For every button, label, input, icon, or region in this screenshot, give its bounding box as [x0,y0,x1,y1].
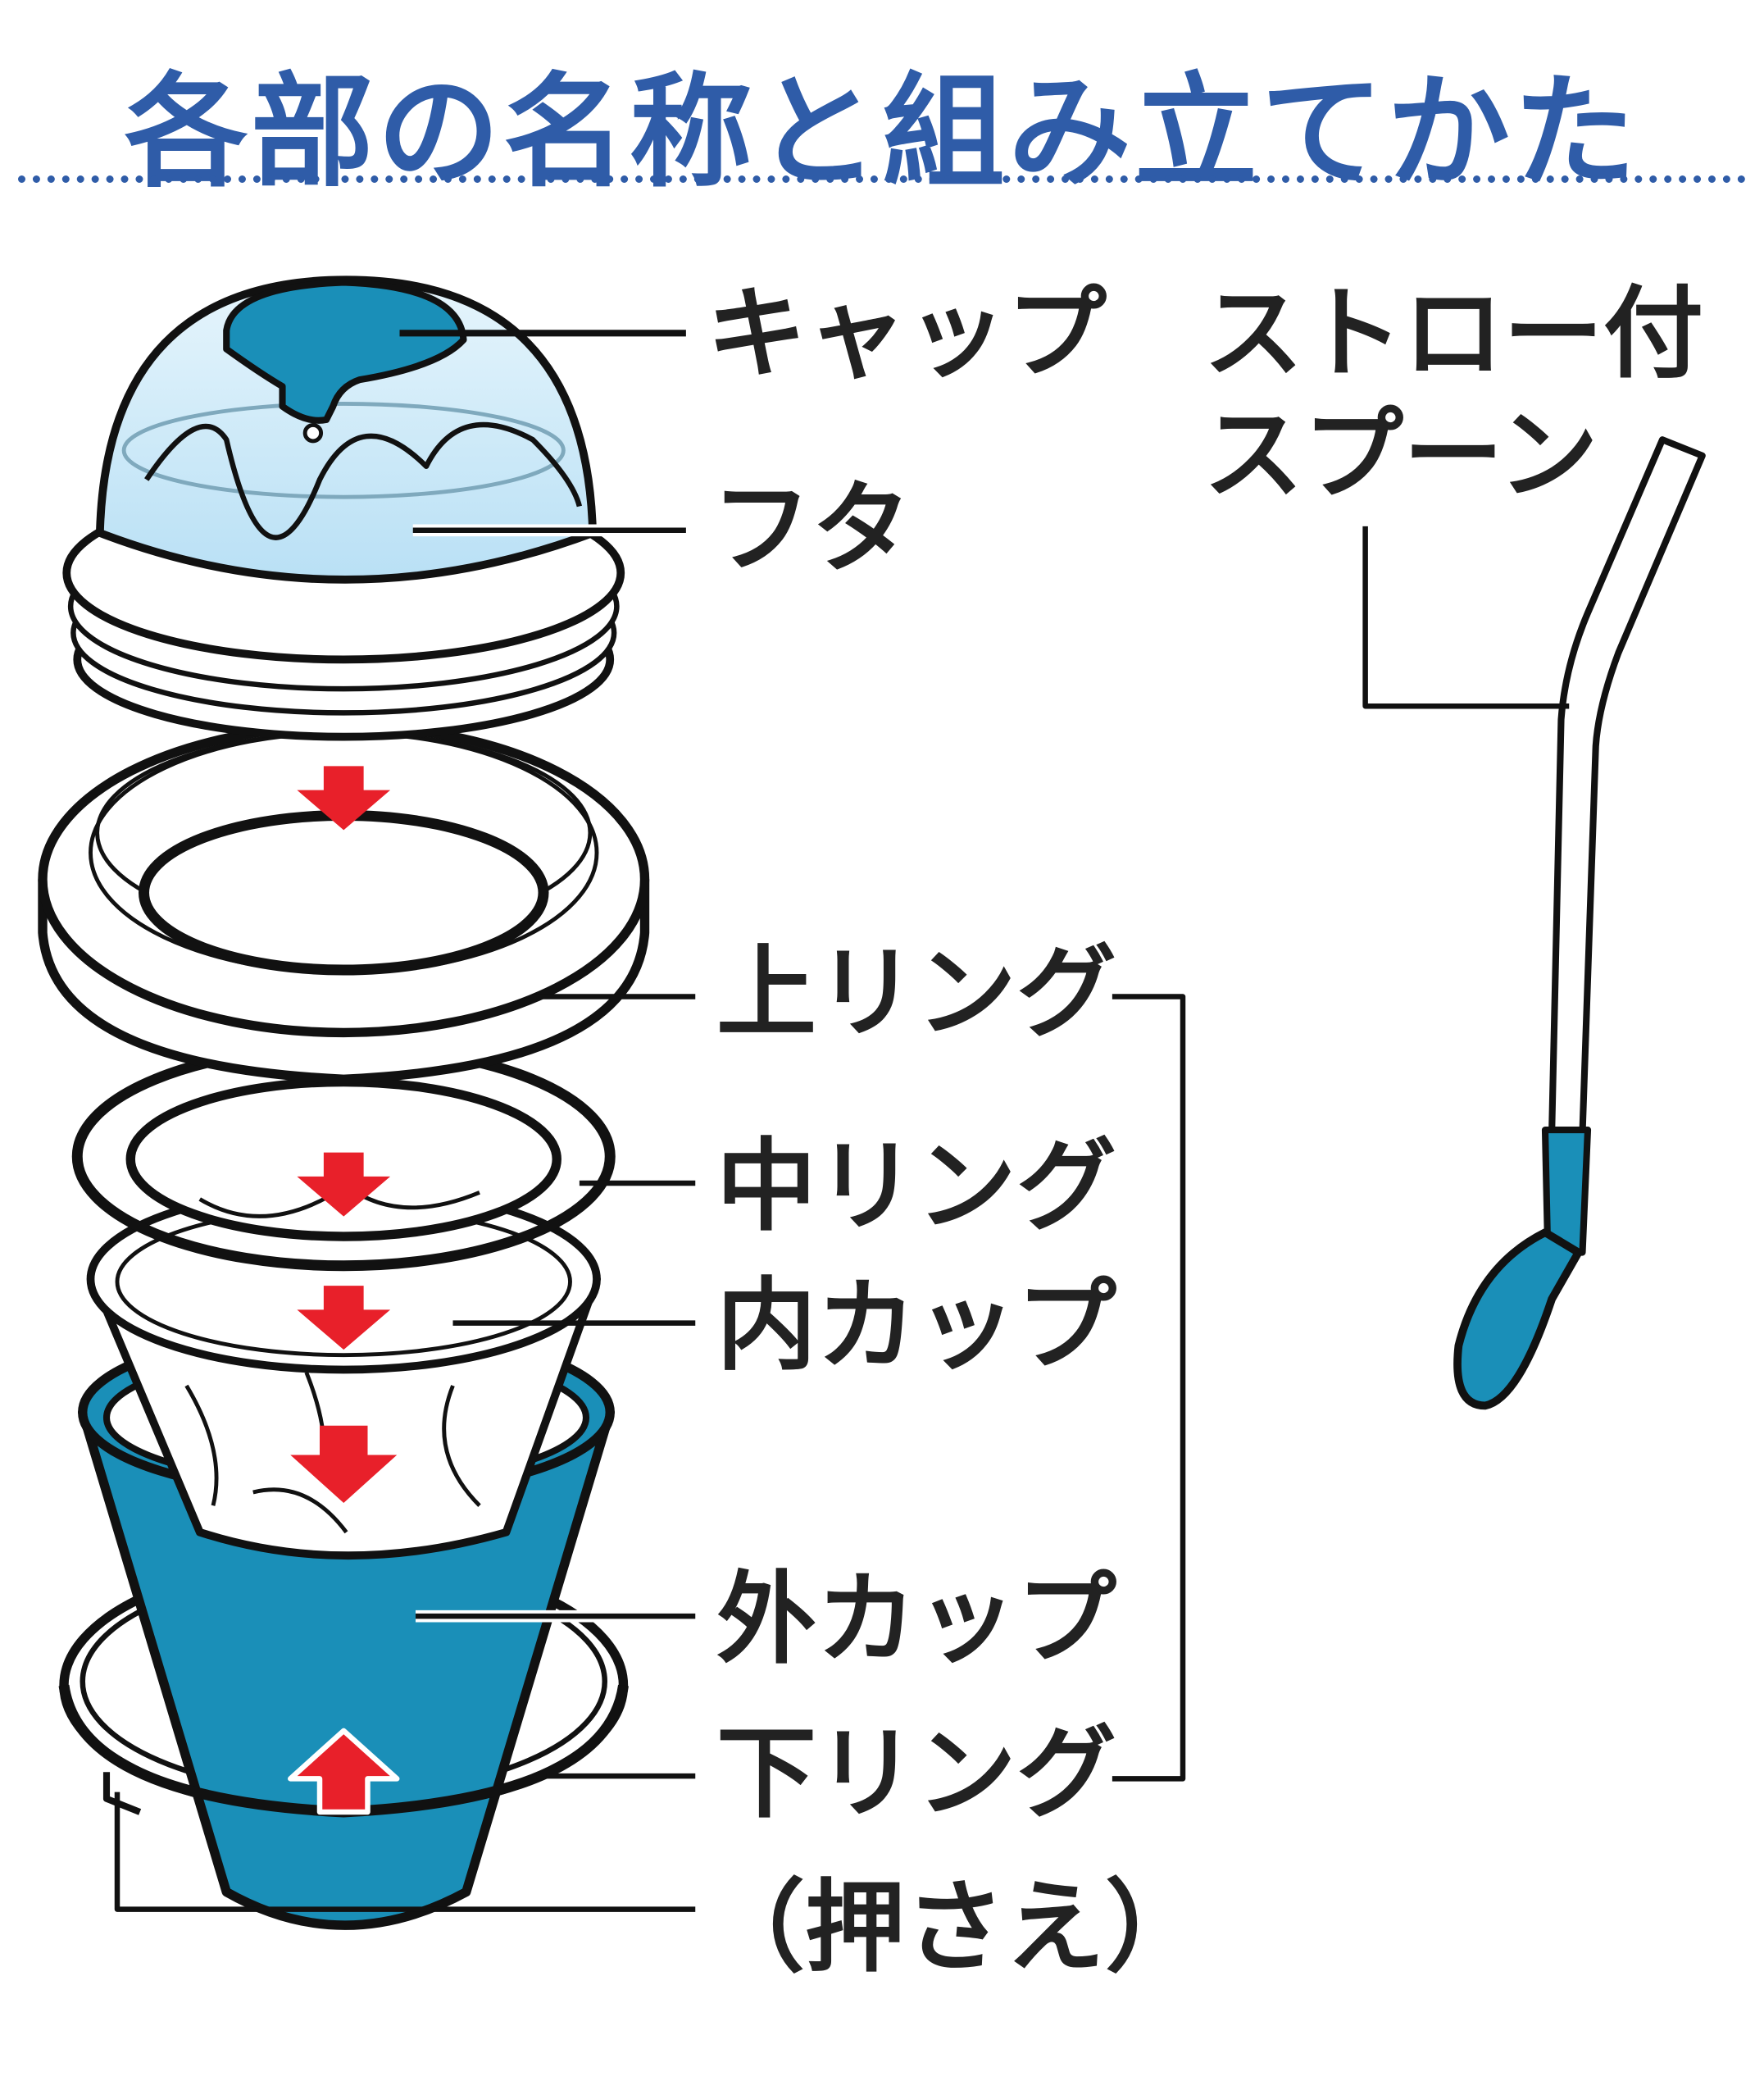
arrow-up-icon [288,1728,400,1815]
lid [62,275,625,741]
label-upper-ring: 上リング [716,935,1116,1051]
arrow-down-icon [297,1152,391,1217]
label-outer-cup: 外カップ [716,1561,1116,1678]
label-lid: フタ [712,471,912,587]
label-cap: キャップ [707,275,1107,392]
leader-lines [114,330,1570,1912]
dotted-divider [18,175,1746,183]
label-spoon-line1: ストロー付 [1203,275,1703,392]
label-spoon-line2: スプーン [1203,397,1598,513]
inner-cup [86,1184,601,1560]
label-middle-ring: 中リング [716,1128,1116,1245]
arrow-down-icon [297,766,391,831]
arrow-down-icon [297,1286,391,1350]
label-presser: （押さえ） [705,1869,1205,1986]
upper-ring [38,721,650,1084]
label-inner-cup: 内カップ [716,1268,1116,1384]
arrow-down-icon [290,1425,398,1503]
cap [223,279,467,444]
label-lower-ring: 下リング [716,1715,1116,1832]
straw-spoon [1453,436,1706,1410]
assembly-arrows [288,766,400,1815]
